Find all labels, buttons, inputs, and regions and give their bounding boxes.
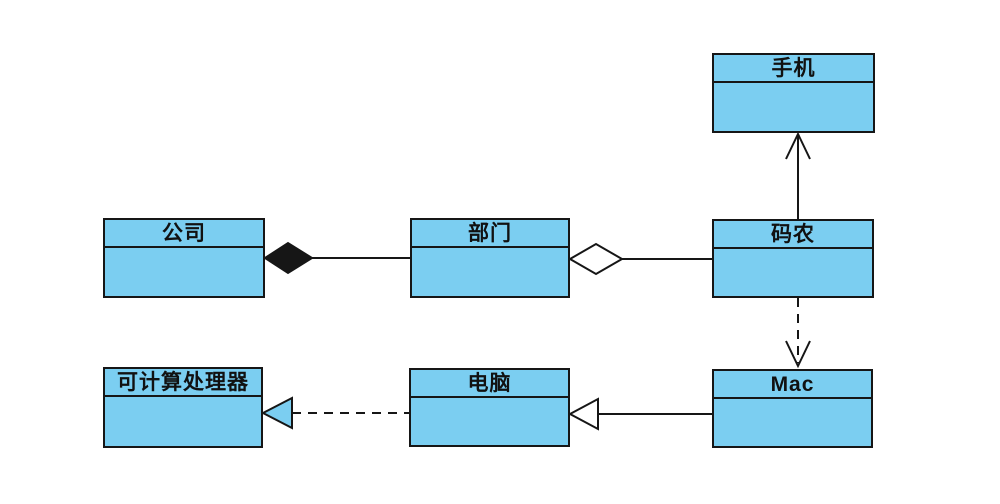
class-box-department: 部门	[410, 218, 570, 298]
class-body-department	[412, 248, 568, 296]
class-body-coder	[714, 249, 872, 296]
class-box-coder: 码农	[712, 219, 874, 298]
class-title-phone: 手机	[714, 55, 873, 83]
aggregation-diamond-icon	[567, 242, 625, 276]
class-title-company: 公司	[105, 220, 263, 248]
composition-diamond-icon	[263, 241, 314, 275]
class-title-mac: Mac	[714, 371, 871, 399]
generalization-triangle-icon	[567, 397, 599, 431]
class-body-computable-processor	[105, 397, 261, 446]
association-arrow-icon	[785, 131, 811, 160]
association-link	[785, 131, 811, 219]
aggregation-link	[567, 242, 712, 276]
class-box-computer: 电脑	[409, 368, 570, 447]
class-body-mac	[714, 399, 871, 446]
class-title-computer: 电脑	[411, 370, 568, 398]
dependency-link	[785, 298, 811, 369]
class-body-phone	[714, 83, 873, 131]
realization-triangle-icon	[260, 396, 293, 430]
class-body-company	[105, 248, 263, 296]
class-box-mac: Mac	[712, 369, 873, 448]
class-title-coder: 码农	[714, 221, 872, 249]
composition-link	[263, 241, 410, 275]
class-title-department: 部门	[412, 220, 568, 248]
class-box-phone: 手机	[712, 53, 875, 133]
generalization-link	[567, 397, 712, 431]
class-box-company: 公司	[103, 218, 265, 298]
class-body-computer	[411, 398, 568, 445]
class-box-computable-processor: 可计算处理器	[103, 367, 263, 448]
realization-link	[260, 396, 409, 430]
dependency-arrow-icon	[785, 340, 811, 369]
class-title-computable-processor: 可计算处理器	[105, 369, 261, 397]
